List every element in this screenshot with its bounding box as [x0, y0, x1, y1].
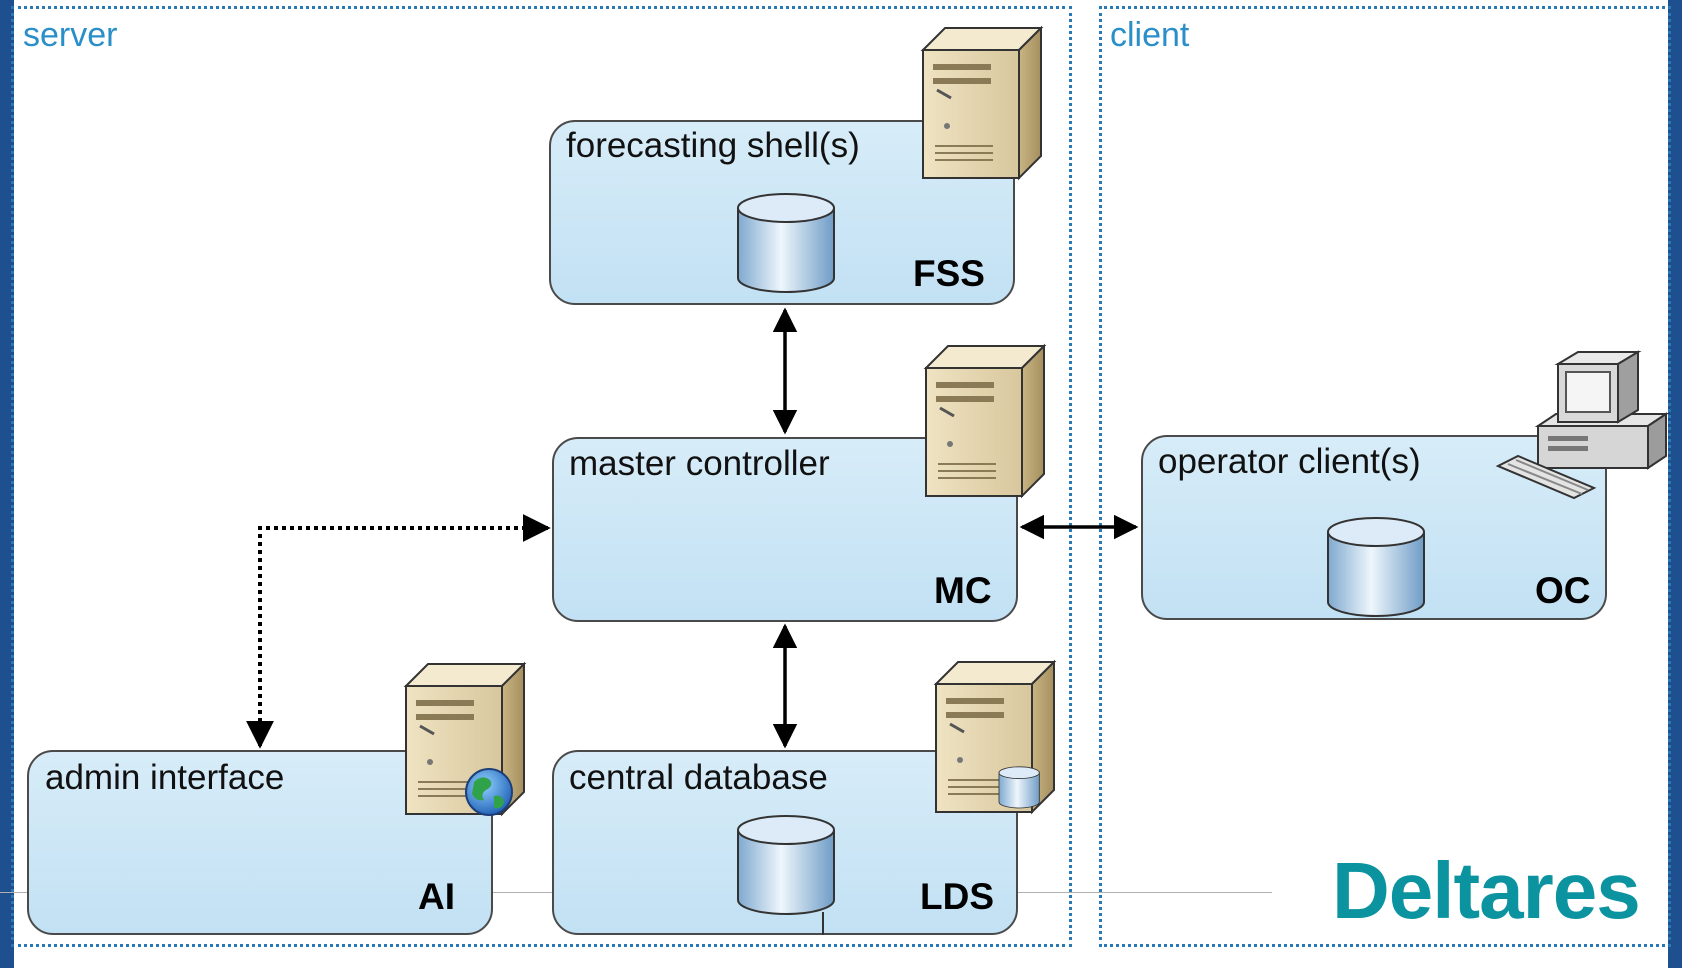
client-zone	[1099, 6, 1671, 947]
node-lds-title: central database	[569, 758, 828, 797]
footer-rule-mid	[492, 892, 552, 893]
node-ai-code: AI	[418, 876, 455, 917]
oc-database-icon	[1327, 517, 1425, 617]
node-mc-title: master controller	[569, 444, 830, 483]
deltares-logo: Deltares	[1332, 846, 1641, 935]
frame-edge-right	[1668, 0, 1682, 968]
lds-database-icon	[737, 815, 835, 915]
node-fss-title: forecasting shell(s)	[566, 126, 860, 165]
footer-rule-left	[0, 892, 30, 893]
node-lds-code: LDS	[920, 876, 994, 917]
footer-rule-right	[1017, 892, 1272, 893]
node-ai-title: admin interface	[45, 758, 285, 797]
node-fss-code: FSS	[913, 253, 985, 294]
server-zone	[11, 6, 1072, 947]
server-zone-label: server	[23, 16, 118, 54]
lds-small-database-icon	[998, 766, 1040, 809]
desktop-computer-icon	[1495, 350, 1670, 500]
node-oc-title: operator client(s)	[1158, 442, 1421, 481]
node-mc-code: MC	[934, 570, 992, 611]
frame-edge-left	[0, 0, 14, 968]
mc-server-icon	[924, 344, 1046, 498]
client-zone-label: client	[1110, 16, 1190, 54]
node-oc-code: OC	[1535, 570, 1591, 611]
globe-icon	[465, 768, 513, 816]
link-ai-mc	[246, 514, 551, 749]
fss-database-icon	[737, 193, 835, 293]
fss-server-icon	[921, 26, 1043, 180]
